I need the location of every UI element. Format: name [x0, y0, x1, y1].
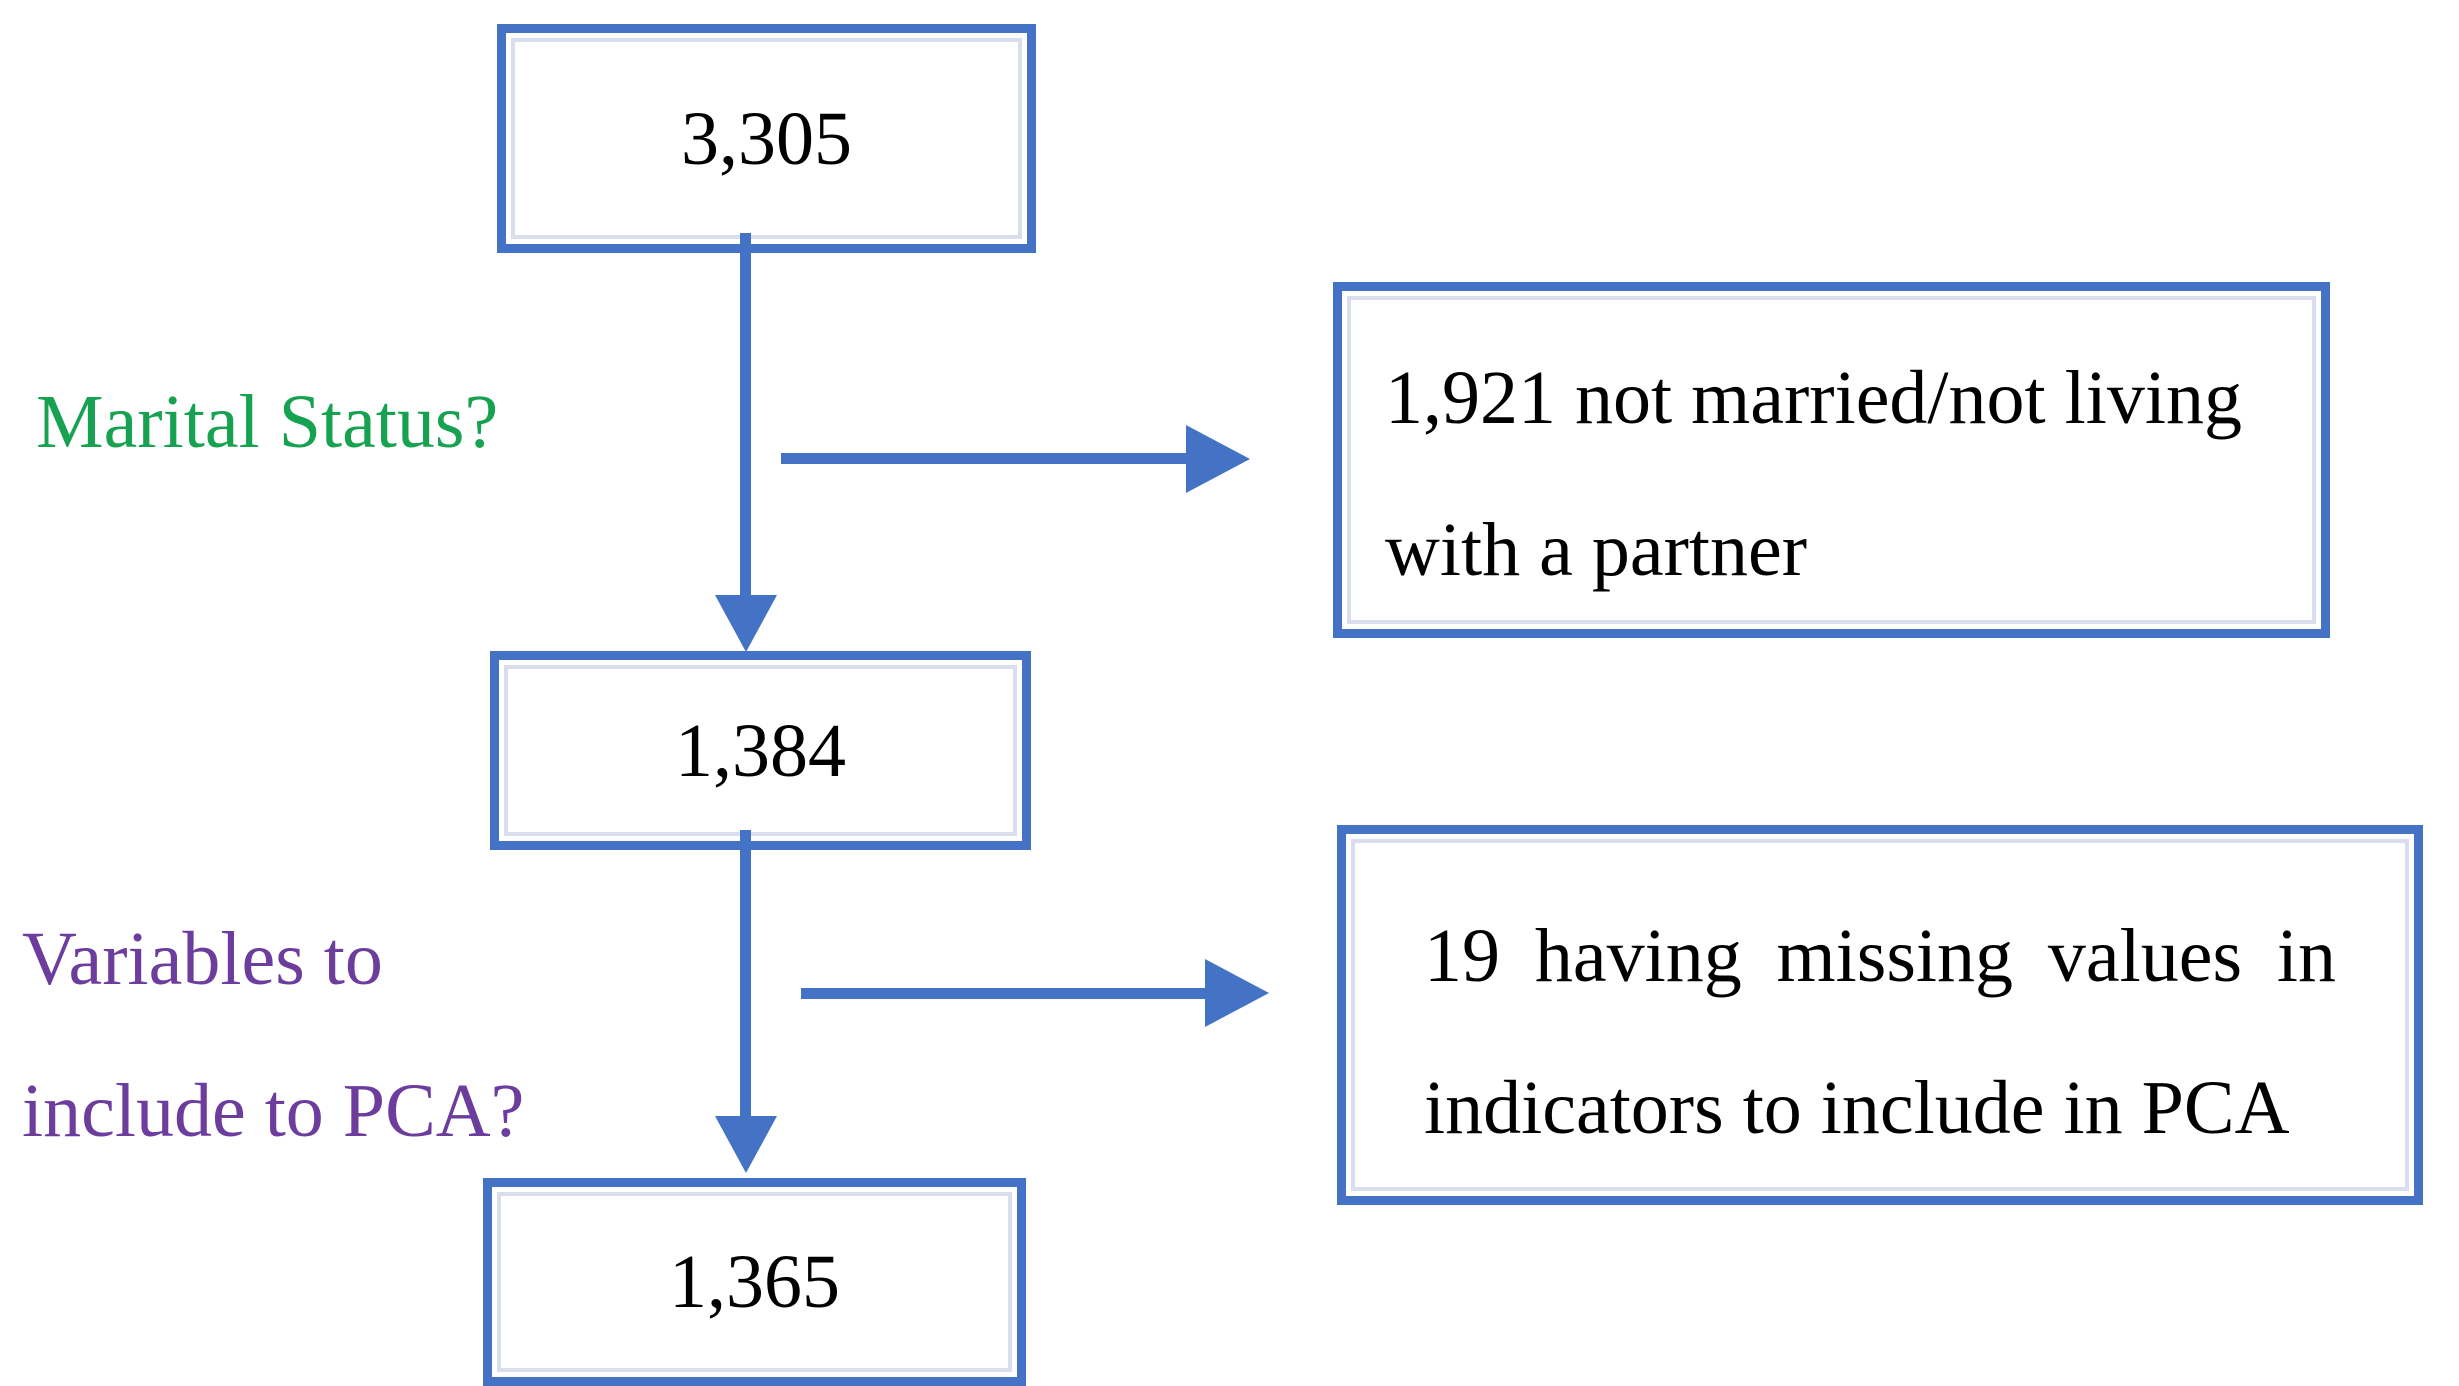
flow-node-after-marital-value: 1,384 — [675, 708, 846, 793]
exclusion-pca-line2: indicators to include in PCA — [1424, 1066, 2290, 1150]
exclusion-box-pca: 19 having missing values in indicators t… — [1337, 825, 2423, 1205]
arrow-right-2-shaft — [801, 988, 1206, 999]
pca-variables-label: Variables to include to PCA? — [22, 883, 524, 1187]
marital-status-label: Marital Status? — [36, 380, 499, 464]
flow-node-after-marital: 1,384 — [490, 651, 1031, 850]
flow-node-total-value: 3,305 — [681, 96, 852, 181]
pca-variables-label-line1: Variables to — [22, 917, 383, 1001]
exclusion-marital-line1: 1,921 not married/not living — [1385, 356, 2243, 440]
flow-node-final-value: 1,365 — [669, 1240, 840, 1324]
arrow-right-1-shaft — [781, 453, 1187, 464]
exclusion-marital-line2: with a partner — [1385, 508, 1808, 592]
flow-node-total: 3,305 — [497, 24, 1036, 253]
arrow-down-2-head — [715, 1116, 777, 1173]
exclusion-box-marital: 1,921 not married/not living with a part… — [1333, 282, 2330, 638]
arrow-right-1-head — [1186, 425, 1250, 493]
arrow-down-1-head — [715, 595, 777, 652]
exclusion-pca-line1: 19 having missing values in — [1424, 914, 2336, 998]
arrow-down-1-shaft — [740, 233, 751, 597]
arrow-down-2-shaft — [740, 830, 751, 1118]
arrow-right-2-head — [1205, 959, 1269, 1027]
pca-variables-label-line2: include to PCA? — [22, 1069, 525, 1153]
flow-node-final: 1,365 — [483, 1178, 1026, 1386]
